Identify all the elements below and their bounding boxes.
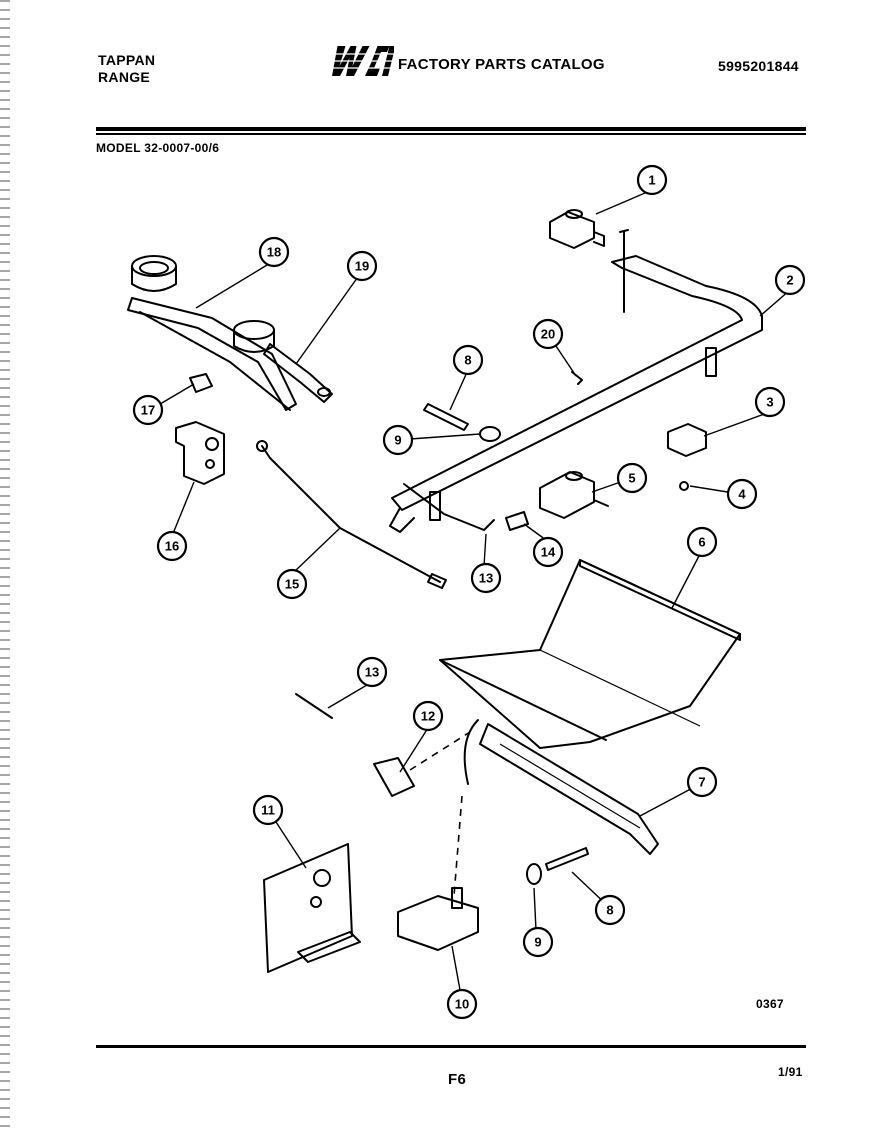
header-rule-thin [96, 133, 806, 135]
part-6-deflector [439, 559, 741, 749]
callout-13-lower: 13 [356, 656, 388, 688]
svg-text:18: 18 [267, 245, 281, 260]
part-10-thermostat-valve [397, 887, 479, 951]
callout-19: 19 [346, 250, 378, 282]
callout-13-mid: 13 [470, 562, 502, 594]
part-8-orifice-bottom [545, 847, 589, 871]
callout-8-bottom: 8 [594, 894, 626, 926]
part-13-pin [295, 693, 333, 719]
assembly-dash-10 [453, 795, 463, 897]
callout-15: 15 [276, 568, 308, 600]
callout-16: 16 [156, 530, 188, 562]
svg-text:20: 20 [541, 327, 555, 342]
part-11-mounting-bracket [263, 843, 361, 973]
svg-text:16: 16 [165, 539, 179, 554]
svg-text:17: 17 [141, 403, 155, 418]
svg-text:6: 6 [698, 535, 705, 550]
brand-line-1: TAPPAN [98, 52, 156, 68]
svg-text:5: 5 [628, 471, 635, 486]
callout-12: 12 [412, 700, 444, 732]
callout-6: 6 [686, 526, 718, 558]
svg-text:15: 15 [285, 577, 299, 592]
part-1-valve [549, 209, 629, 313]
svg-text:13: 13 [365, 665, 379, 680]
callout-5: 5 [616, 462, 648, 494]
callout-17: 17 [132, 394, 164, 426]
part-14-fitting [505, 511, 529, 531]
drawing-code: 0367 [756, 997, 784, 1011]
revision-date: 1/91 [778, 1065, 803, 1079]
scan-edge-artifact [0, 0, 10, 1130]
svg-text:2: 2 [786, 273, 793, 288]
svg-text:13: 13 [479, 571, 493, 586]
svg-text:10: 10 [455, 997, 469, 1012]
catalog-title: FACTORY PARTS CATALOG [398, 56, 605, 73]
wci-logo [328, 46, 394, 76]
svg-text:11: 11 [261, 803, 275, 818]
page-number: F6 [448, 1071, 467, 1088]
part-5-valve [539, 471, 609, 519]
part-9-hood-top [479, 426, 501, 442]
part-18-burner [127, 255, 297, 411]
brand-label: TAPPAN RANGE [98, 52, 155, 86]
callout-1: 1 [636, 164, 668, 196]
callout-7: 7 [686, 766, 718, 798]
callout-4: 4 [726, 478, 758, 510]
callout-9-top: 9 [382, 424, 414, 456]
callout-9-bottom: 9 [522, 926, 554, 958]
brand-line-2: RANGE [98, 69, 151, 85]
part-20-screw [571, 371, 583, 385]
svg-text:19: 19 [355, 259, 369, 274]
svg-text:1: 1 [648, 173, 655, 188]
part-16-bracket [175, 421, 225, 485]
footer-rule [96, 1045, 806, 1048]
svg-text:7: 7 [698, 775, 705, 790]
assembly-dash-12 [409, 731, 471, 771]
callout-20: 20 [532, 318, 564, 350]
part-3-fitting [667, 423, 707, 457]
part-17-clip [189, 373, 213, 393]
svg-text:8: 8 [606, 903, 613, 918]
svg-text:12: 12 [421, 709, 435, 724]
part-2-manifold-pipe [389, 255, 763, 533]
svg-text:3: 3 [766, 395, 773, 410]
leader-lines [149, 189, 791, 991]
callout-3: 3 [754, 386, 786, 418]
svg-text:9: 9 [534, 935, 541, 950]
part-12-igniter [373, 757, 415, 797]
model-number: MODEL 32-0007-00/6 [96, 141, 220, 155]
callout-14: 14 [532, 536, 564, 568]
catalog-part-number: 5995201844 [718, 58, 799, 74]
svg-text:14: 14 [541, 545, 556, 560]
callout-18: 18 [258, 236, 290, 268]
part-15-tube [256, 440, 447, 589]
svg-text:8: 8 [464, 353, 471, 368]
part-4-screw [679, 481, 689, 491]
header-rule [96, 127, 806, 131]
part-8-orifice-top [423, 403, 469, 431]
callout-10: 10 [446, 988, 478, 1020]
part-19-burner [233, 320, 333, 403]
part-13-tube [403, 483, 495, 531]
callout-2: 2 [774, 264, 806, 296]
callout-8-top: 8 [452, 344, 484, 376]
svg-text:9: 9 [394, 433, 401, 448]
svg-text:4: 4 [738, 487, 746, 502]
part-7-oven-burner [463, 719, 659, 855]
callout-11: 11 [252, 794, 284, 826]
part-9-hood-bottom [526, 863, 542, 885]
